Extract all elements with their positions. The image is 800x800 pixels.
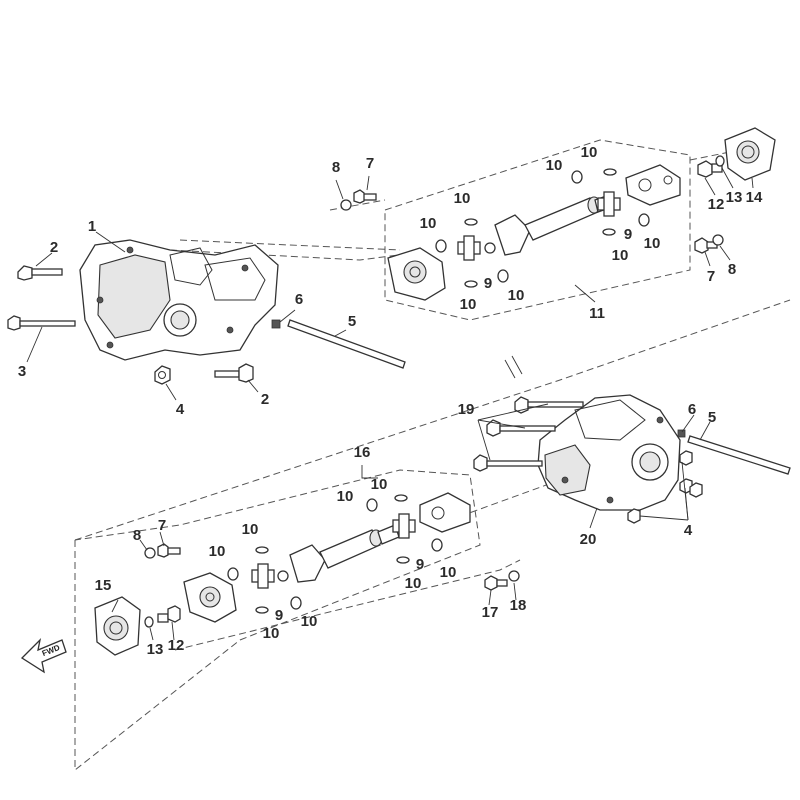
callout-2: 2 bbox=[261, 391, 269, 408]
callout-9: 9 bbox=[484, 275, 492, 292]
lower-bolt-7-washer-8 bbox=[144, 543, 181, 559]
pin-6-rear bbox=[677, 429, 686, 438]
upper-bolt-12-washer-13 bbox=[697, 155, 725, 178]
callout-14: 14 bbox=[746, 189, 763, 206]
pin-6-front bbox=[271, 319, 281, 329]
callout-7: 7 bbox=[366, 155, 374, 172]
callout-10: 10 bbox=[371, 476, 388, 493]
lower-assembly-outline bbox=[74, 299, 791, 772]
long-bolt-3 bbox=[7, 315, 76, 331]
callout-10: 10 bbox=[454, 190, 471, 207]
shaft-5-rear bbox=[687, 435, 791, 475]
callout-12: 12 bbox=[708, 196, 725, 213]
upper-bolt-7-washer-8 bbox=[340, 189, 377, 211]
shaft-5-front bbox=[287, 319, 406, 369]
callout-8: 8 bbox=[332, 159, 340, 176]
lower-cross-joint-rear bbox=[392, 513, 416, 539]
lower-bolt-12-washer-13 bbox=[144, 605, 181, 628]
callout-10: 10 bbox=[581, 144, 598, 161]
upper-assembly-outline bbox=[169, 139, 741, 321]
callout-10: 10 bbox=[420, 215, 437, 232]
lower-flange-rear bbox=[419, 492, 471, 533]
callout-13: 13 bbox=[726, 189, 743, 206]
lower-cross-joint-front bbox=[251, 563, 289, 589]
callout-8: 8 bbox=[728, 261, 736, 278]
callout-10: 10 bbox=[263, 625, 280, 642]
callout-10: 10 bbox=[337, 488, 354, 505]
callout-20: 20 bbox=[580, 531, 597, 548]
callout-10: 10 bbox=[301, 613, 318, 630]
callout-18: 18 bbox=[510, 597, 527, 614]
callout-17: 17 bbox=[482, 604, 499, 621]
rear-differential-housing bbox=[537, 394, 681, 511]
rear-nuts-4 bbox=[627, 450, 703, 524]
upper-flange-yoke bbox=[387, 247, 446, 301]
callout-labels: 1 2 2 3 4 5 6 7 8 7 8 10 10 10 10 10 10 … bbox=[18, 144, 763, 658]
callout-11: 11 bbox=[589, 305, 605, 322]
bolt-2-lower bbox=[214, 363, 254, 383]
callout-10: 10 bbox=[440, 564, 457, 581]
upper-cross-joint-front bbox=[457, 235, 496, 261]
front-differential-housing bbox=[79, 239, 279, 361]
lower-rings bbox=[227, 494, 443, 614]
callout-10: 10 bbox=[612, 247, 629, 264]
callout-10: 10 bbox=[242, 521, 259, 538]
callout-13: 13 bbox=[147, 641, 164, 658]
upper-cross-joint-rear bbox=[597, 191, 621, 217]
upper-flange-rear bbox=[625, 164, 681, 206]
callout-6: 6 bbox=[295, 291, 303, 308]
callout-19: 19 bbox=[458, 401, 475, 418]
callout-8: 8 bbox=[133, 527, 141, 544]
callout-9: 9 bbox=[416, 556, 424, 573]
nut-4-front bbox=[154, 365, 171, 385]
callout-10: 10 bbox=[209, 543, 226, 560]
callout-1: 1 bbox=[88, 218, 96, 235]
callout-9: 9 bbox=[275, 607, 283, 624]
callout-15: 15 bbox=[95, 577, 112, 594]
callout-4: 4 bbox=[176, 401, 185, 418]
upper-rings bbox=[435, 168, 650, 288]
callout-12: 12 bbox=[168, 637, 185, 654]
callout-6: 6 bbox=[688, 401, 696, 418]
upper-drive-shaft bbox=[494, 193, 616, 256]
rear-bolts-19 bbox=[473, 396, 584, 472]
callout-10: 10 bbox=[644, 235, 661, 252]
lower-flange-front bbox=[183, 572, 237, 623]
bolt-2-upper bbox=[17, 265, 63, 281]
diagram-break-marks bbox=[504, 355, 523, 379]
callout-7: 7 bbox=[158, 517, 166, 534]
callout-5: 5 bbox=[708, 409, 716, 426]
callout-4: 4 bbox=[684, 522, 693, 539]
callout-10: 10 bbox=[508, 287, 525, 304]
callout-3: 3 bbox=[18, 363, 26, 380]
callout-10: 10 bbox=[460, 296, 477, 313]
callout-2: 2 bbox=[50, 239, 58, 256]
lower-bolt-17-washer-18 bbox=[484, 570, 520, 591]
rear-seal-carrier-15 bbox=[94, 596, 141, 656]
callout-16: 16 bbox=[354, 444, 371, 461]
fwd-arrow-icon: FWD bbox=[20, 638, 67, 674]
lower-drive-shaft bbox=[289, 524, 400, 583]
callout-5: 5 bbox=[348, 313, 356, 330]
leader-lines bbox=[26, 167, 754, 641]
callout-10: 10 bbox=[405, 575, 422, 592]
callout-9: 9 bbox=[624, 226, 632, 243]
front-seal-carrier-14 bbox=[724, 127, 776, 181]
callout-10: 10 bbox=[546, 157, 563, 174]
callout-7: 7 bbox=[707, 268, 715, 285]
upper-bolt-7-washer-8-right bbox=[694, 234, 724, 254]
